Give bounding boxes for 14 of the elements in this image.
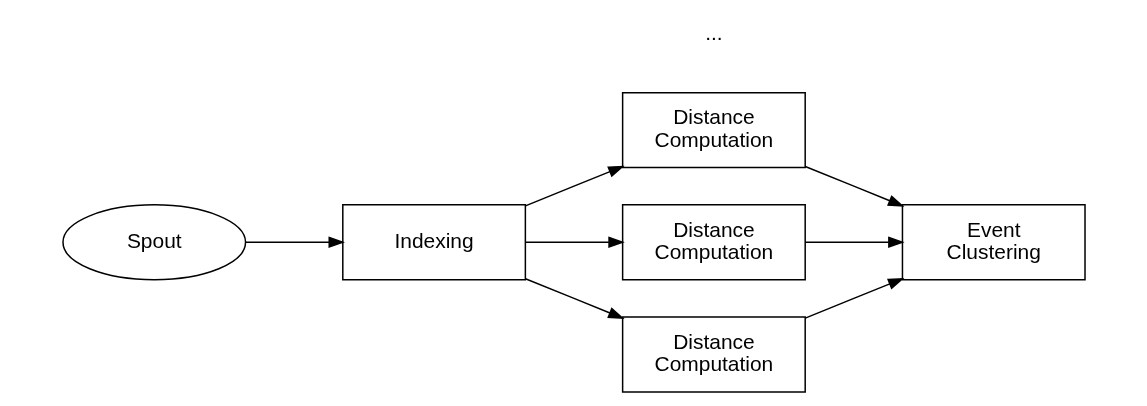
arrow bbox=[804, 165, 904, 207]
label: ... bbox=[704, 20, 723, 44]
arrow bbox=[524, 236, 625, 249]
arrow bbox=[524, 277, 625, 319]
node-box: Event Clustering bbox=[901, 204, 1086, 281]
node-box: Distance Computation bbox=[621, 204, 806, 281]
arrow bbox=[244, 236, 345, 249]
arrow bbox=[804, 236, 905, 249]
arrow bbox=[804, 277, 904, 319]
arrow bbox=[524, 165, 625, 207]
node-ellipse: Spout bbox=[61, 204, 246, 281]
node-box: Distance Computation bbox=[621, 316, 806, 393]
node-box: Distance Computation bbox=[621, 91, 806, 169]
node-box: Indexing bbox=[341, 204, 526, 281]
